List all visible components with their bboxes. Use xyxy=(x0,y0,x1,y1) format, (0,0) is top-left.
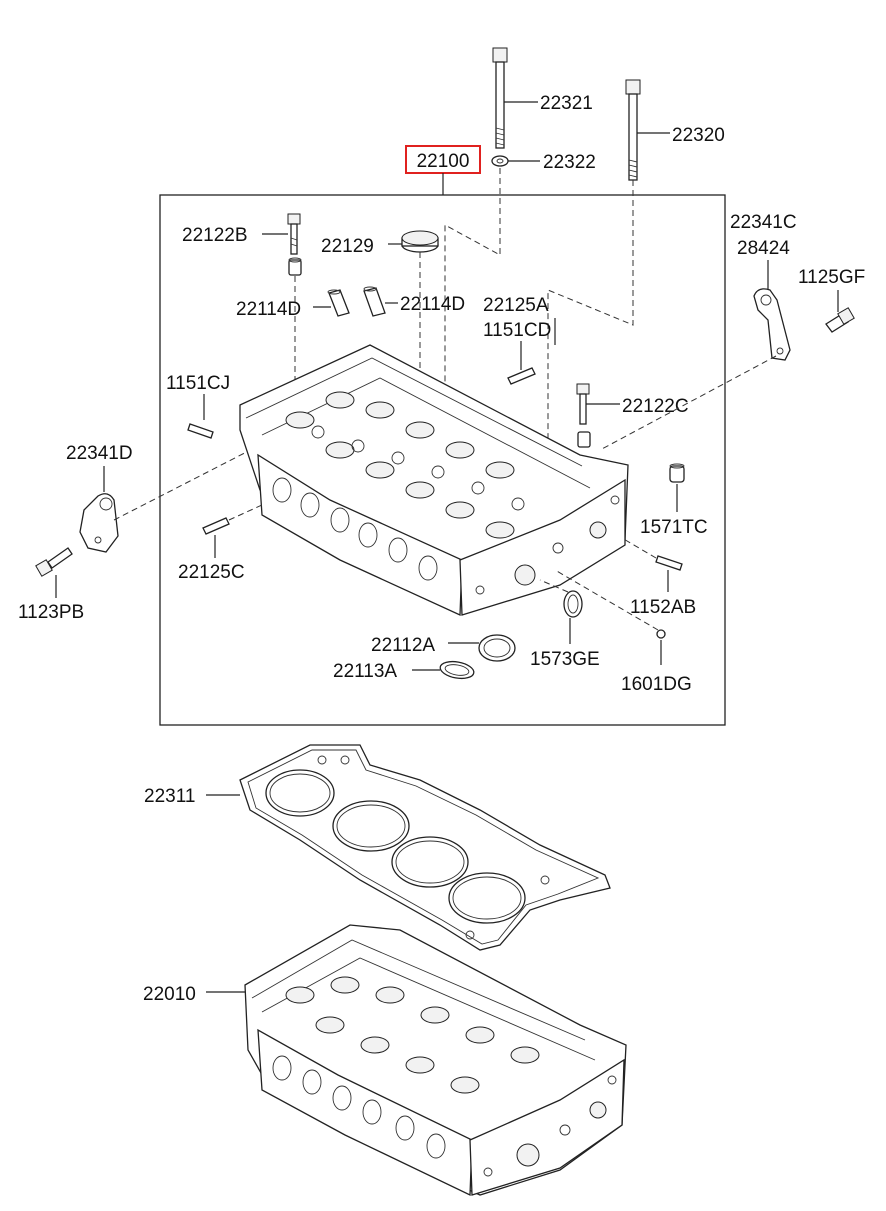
bracket-22341C xyxy=(753,288,791,361)
washer-22322 xyxy=(491,155,509,167)
head-gasket-22311 xyxy=(239,744,611,951)
head-bolt-22320 xyxy=(625,79,641,181)
label-22113A[interactable]: 22113A xyxy=(333,661,397,682)
pin-22114D-a xyxy=(327,289,350,317)
dowel-22122C xyxy=(577,431,591,448)
label-22114D-a[interactable]: 22114D xyxy=(236,299,301,320)
exhaust-ports xyxy=(272,477,438,581)
label-1571TC[interactable]: 1571TC xyxy=(640,517,708,538)
seal-1573GE-install-line xyxy=(539,579,569,593)
label-22114D-b[interactable]: 22114D xyxy=(400,294,465,315)
stud-22125C xyxy=(202,517,230,535)
label-22320[interactable]: 22320 xyxy=(672,125,725,146)
label-22322[interactable]: 22322 xyxy=(543,152,596,173)
gasket-22112A xyxy=(478,634,516,662)
head-bolt-22321 xyxy=(492,47,508,149)
seal-1573GE xyxy=(563,590,583,618)
label-22010[interactable]: 22010 xyxy=(143,984,196,1005)
pin-1601DG xyxy=(656,629,666,639)
label-28424[interactable]: 28424 xyxy=(737,238,790,259)
label-1151CD[interactable]: 1151CD xyxy=(483,320,551,341)
bolt-22122C xyxy=(576,383,590,425)
label-1601DG[interactable]: 1601DG xyxy=(621,674,692,695)
label-22100[interactable]: 22100 xyxy=(417,151,470,172)
label-1151CJ[interactable]: 1151CJ xyxy=(166,373,230,394)
label-22125A[interactable]: 22125A xyxy=(483,295,549,316)
bolt-1123PB xyxy=(35,547,73,577)
label-1152AB[interactable]: 1152AB xyxy=(630,597,696,618)
lifter-wells xyxy=(311,425,525,511)
label-22321[interactable]: 22321 xyxy=(540,93,593,114)
label-1573GE[interactable]: 1573GE xyxy=(530,649,600,670)
dowel-22122B xyxy=(288,257,302,276)
pin-22114D-b xyxy=(363,286,386,317)
bolt-22122B xyxy=(287,213,301,255)
cam-journals xyxy=(285,391,515,539)
label-22311[interactable]: 22311 xyxy=(144,786,195,807)
bracket-22341D-install-line xyxy=(113,439,271,521)
cap-1571TC xyxy=(669,463,685,483)
label-22125C[interactable]: 22125C xyxy=(178,562,245,583)
label-1123PB[interactable]: 1123PB xyxy=(18,602,84,623)
plug-22129 xyxy=(401,230,439,253)
bolt-1125GF xyxy=(825,307,855,333)
stud-1152AB-install-line xyxy=(621,537,657,559)
bracket-22341D xyxy=(79,493,119,553)
stud-22125C-install-line xyxy=(228,504,263,521)
bolt-22321-install-line xyxy=(444,168,501,390)
stud-22125A xyxy=(507,367,536,385)
bolt-22320-install-line xyxy=(547,180,634,480)
cam-journals-bare xyxy=(285,976,540,1094)
bracket-22341C-install-line xyxy=(599,355,777,451)
label-22341C[interactable]: 22341C xyxy=(730,212,797,233)
cylinder-head-assembly-drawing xyxy=(239,344,629,616)
label-22122C[interactable]: 22122C xyxy=(622,396,689,417)
label-22341D[interactable]: 22341D xyxy=(66,443,133,464)
label-22122B[interactable]: 22122B xyxy=(182,225,248,246)
gasket-22113A xyxy=(439,660,475,680)
ports-bare xyxy=(272,1055,446,1159)
label-22112A[interactable]: 22112A xyxy=(371,635,435,656)
cylinder-head-22010-drawing xyxy=(244,924,627,1197)
label-1125GF[interactable]: 1125GF xyxy=(798,267,865,288)
label-22129[interactable]: 22129 xyxy=(321,236,374,257)
stud-1151CJ xyxy=(187,423,214,439)
stud-1152AB xyxy=(655,555,683,571)
